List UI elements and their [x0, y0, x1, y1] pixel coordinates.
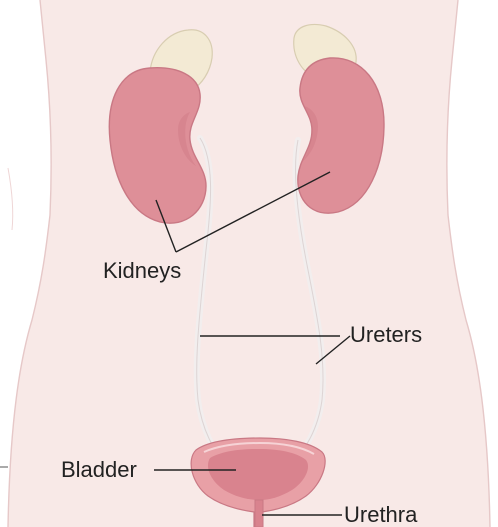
- urethra: [255, 500, 263, 527]
- label-urethra: Urethra: [344, 502, 418, 527]
- label-kidneys: Kidneys: [103, 258, 181, 283]
- label-bladder: Bladder: [61, 457, 137, 482]
- label-ureters: Ureters: [350, 322, 422, 347]
